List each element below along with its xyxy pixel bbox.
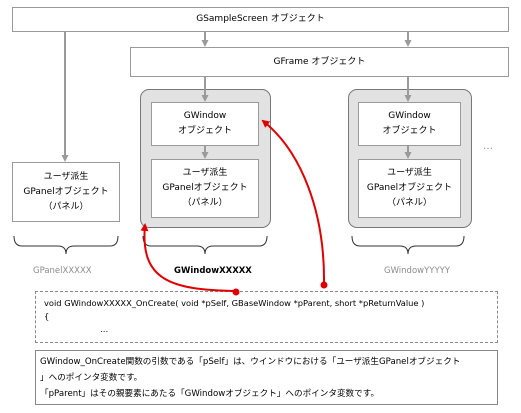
gwindow-object-2-line1: GWindow xyxy=(388,111,431,121)
gsamplescreen-object-box: GSampleScreen オブジェクト xyxy=(12,7,509,32)
pointer-pparent xyxy=(261,119,326,285)
label-gwindow-yyyyy: GWindowYYYYY xyxy=(384,266,451,276)
brace-left xyxy=(13,235,119,255)
explanation-line-2: 」へのポインタ変数です。 xyxy=(40,373,143,383)
panel-left-line1: ユーザ派生 xyxy=(43,171,89,182)
panel-1-line1: ユーザ派生 xyxy=(182,168,228,178)
panel-2-line2: GPanelオブジェクト xyxy=(366,183,453,193)
panel-box-1: ユーザ派生 GPanelオブジェクト （パネル） xyxy=(151,159,259,218)
panel-2-line3: （パネル） xyxy=(386,198,432,208)
gwindow-object-1-line2: オブジェクト xyxy=(177,126,232,136)
panel-1-line2: GPanelオブジェクト xyxy=(162,183,248,193)
brace-middle xyxy=(142,235,268,255)
label-gpanel-xxxxx: GPanelXXXXX xyxy=(33,266,92,276)
code-line-3: … xyxy=(100,324,109,334)
gsamplescreen-object-label: GSampleScreen オブジェクト xyxy=(196,14,325,24)
more-ellipsis: … xyxy=(483,141,493,152)
brace-right xyxy=(351,235,465,255)
gframe-object-label: GFrame オブジェクト xyxy=(273,56,366,67)
panel-left-box: ユーザ派生 GPanelオブジェクト （パネル） xyxy=(12,162,120,222)
explanation-line-1: GWindow_OnCreate関数の引数である「pSelf」は、ウインドウにお… xyxy=(40,357,461,367)
gwindow-object-2-line2: オブジェクト xyxy=(382,126,437,136)
gwindow-object-box-1: GWindow オブジェクト xyxy=(151,102,259,146)
panel-box-2: ユーザ派生 GPanelオブジェクト （パネル） xyxy=(358,159,461,218)
code-line-1: void GWindowXXXXX_OnCreate( void *pSelf,… xyxy=(44,298,425,308)
panel-1-line3: （パネル） xyxy=(182,198,228,208)
explanation-box: GWindow_OnCreate関数の引数である「pSelf」は、ウインドウにお… xyxy=(35,350,498,405)
pointer-pself xyxy=(140,223,237,292)
code-line-2: { xyxy=(44,311,50,321)
panel-left-line2: GPanelオブジェクト xyxy=(23,186,109,197)
pointer-pparent-origin xyxy=(320,281,328,289)
code-snippet-box: void GWindowXXXXX_OnCreate( void *pSelf,… xyxy=(35,291,498,343)
explanation-line-3: 「pParent」はその親要素にあたる「GWindowオブジェクト」へのポインタ… xyxy=(40,389,380,399)
gwindow-object-box-2: GWindow オブジェクト xyxy=(358,102,461,146)
panel-2-line1: ユーザ派生 xyxy=(387,168,432,178)
label-gwindow-xxxxx: GWindowXXXXX xyxy=(174,266,252,276)
gframe-object-box: GFrame オブジェクト xyxy=(130,47,509,77)
gwindow-object-1-line1: GWindow xyxy=(183,111,227,121)
panel-left-line3: （パネル） xyxy=(43,201,89,212)
